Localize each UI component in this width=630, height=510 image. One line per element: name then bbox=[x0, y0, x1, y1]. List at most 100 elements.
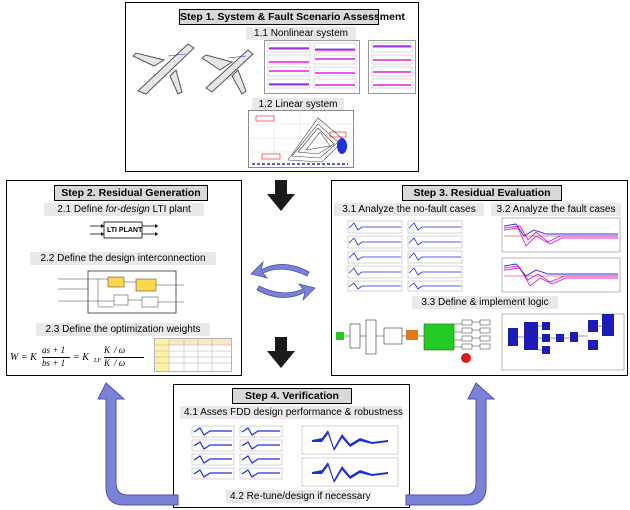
airplane-2-fuselage bbox=[205, 49, 254, 93]
step1-sub1: 1.1 Nonlinear system bbox=[246, 27, 356, 40]
logic-blue-block bbox=[570, 332, 578, 342]
step3-sub1: 3.1 Analyze the no-fault cases bbox=[334, 203, 484, 216]
formula-sub: LF bbox=[94, 358, 102, 364]
airplane-1-fuselage bbox=[137, 43, 195, 95]
trace-blue bbox=[348, 252, 401, 261]
interconnection-block bbox=[107, 276, 125, 288]
step2-sub1-italic: for-design bbox=[105, 204, 150, 215]
formula-frac2-bar bbox=[104, 357, 144, 358]
trace-blue bbox=[348, 267, 401, 276]
airplane-illustration bbox=[132, 43, 254, 95]
cycle-arrow-top bbox=[250, 260, 310, 279]
feedback-arrow-right-icon bbox=[405, 382, 496, 506]
lti-plant-signals bbox=[90, 225, 158, 235]
cycle-arrow-bottom bbox=[256, 283, 316, 302]
logic-blue-block bbox=[556, 334, 564, 342]
trace-blue bbox=[193, 427, 232, 436]
airplane-annotation-2 bbox=[227, 55, 247, 59]
logic-filter-block bbox=[383, 327, 403, 345]
trace-blue bbox=[193, 455, 232, 464]
linear-plot-polygon bbox=[305, 131, 331, 151]
weights-table-header-col bbox=[155, 339, 169, 371]
plot-frame bbox=[313, 66, 357, 77]
lti-plant-block bbox=[103, 221, 143, 239]
interconnection-frame bbox=[87, 270, 177, 314]
fault-trace-blue bbox=[503, 223, 618, 237]
step2-sub1-suffix: LTI plant bbox=[149, 204, 191, 215]
lti-plant-diagram bbox=[90, 221, 158, 239]
airplane-2-wing-right bbox=[231, 69, 247, 95]
plot-frame bbox=[371, 54, 413, 65]
verification-plots-left bbox=[191, 425, 283, 480]
linear-plot-polygon bbox=[297, 127, 335, 155]
plot-frame bbox=[371, 42, 413, 53]
step4-title: Step 4. Verification bbox=[232, 388, 352, 404]
linear-plot-blob bbox=[337, 138, 347, 154]
plot-frame bbox=[313, 54, 357, 65]
logic-blue-block bbox=[588, 320, 598, 332]
trace-blue bbox=[408, 282, 461, 290]
airplane-1-wing-right bbox=[169, 69, 183, 95]
trace-blue bbox=[241, 455, 280, 464]
trace-blue bbox=[241, 427, 280, 436]
step2-sub1-prefix: 2.1 Define bbox=[57, 204, 106, 215]
trace-blue bbox=[348, 222, 401, 231]
weights-table-grid bbox=[154, 338, 232, 372]
trace-blue bbox=[408, 252, 461, 261]
logic-out-block bbox=[461, 327, 473, 334]
airplane-annotation-1 bbox=[167, 53, 187, 57]
interconnection-block bbox=[135, 278, 157, 292]
verification-envelope-bottom bbox=[312, 462, 388, 483]
plot-frame bbox=[267, 54, 311, 65]
step1-sub2: 1.2 Linear system bbox=[252, 98, 344, 111]
plot-frame bbox=[267, 78, 311, 89]
logic-out-block bbox=[479, 319, 491, 326]
trace-blue bbox=[348, 237, 401, 246]
logic-mux-block bbox=[349, 323, 361, 349]
logic-out-block bbox=[461, 335, 473, 342]
linear-plot-annotation bbox=[255, 115, 275, 122]
step2-title: Step 2. Residual Generation bbox=[54, 185, 208, 201]
logic-red-indicator bbox=[461, 353, 471, 363]
no-fault-plots bbox=[347, 220, 463, 292]
formula-eq: = K bbox=[73, 352, 89, 363]
plot-frame bbox=[267, 66, 311, 77]
step2-sub2: 2.2 Define the design interconnection bbox=[30, 252, 216, 265]
down-arrow-1-icon bbox=[267, 180, 295, 211]
plot-frame bbox=[313, 78, 357, 89]
logic-orange-block bbox=[406, 330, 418, 340]
trace-blue bbox=[241, 469, 280, 478]
step1-title: Step 1. System & Fault Scenario Assessme… bbox=[179, 9, 405, 25]
formula-frac3-den: / ω bbox=[114, 358, 126, 368]
plot-frame bbox=[267, 42, 311, 53]
logic-blue-block bbox=[542, 334, 550, 342]
step2-sub3: 2.3 Define the optimization weights bbox=[36, 323, 210, 336]
airplane-2-wing-left bbox=[201, 54, 234, 71]
logic-green-block bbox=[423, 323, 455, 351]
formula-frac3-num: / ω bbox=[114, 345, 126, 355]
fault-case-plots bbox=[501, 217, 621, 293]
formula-w: W = K bbox=[10, 352, 37, 363]
logic-right-wires bbox=[518, 325, 602, 351]
trace-blue bbox=[193, 469, 232, 478]
verification-plots-right bbox=[301, 425, 399, 487]
interconnection-block bbox=[113, 294, 129, 306]
logic-out-block bbox=[479, 335, 491, 342]
interconnection-block bbox=[141, 296, 159, 308]
formula-frac2-num: K bbox=[104, 345, 111, 355]
plot-frame bbox=[371, 78, 413, 89]
logic-out-block bbox=[461, 343, 473, 350]
airplane-1-wing-left bbox=[132, 52, 166, 67]
trace-blue bbox=[348, 282, 401, 290]
weights-table-header-row bbox=[169, 339, 231, 345]
down-arrow-2-icon bbox=[267, 337, 295, 368]
logic-block-diagram bbox=[336, 313, 625, 371]
linear-system-plot bbox=[248, 110, 354, 168]
interconnection-wires bbox=[58, 278, 184, 308]
logic-input-block bbox=[336, 332, 344, 340]
step3-sub2: 3.2 Analyze the fault cases bbox=[491, 203, 621, 216]
trace-blue bbox=[193, 441, 232, 450]
step2-sub1: 2.1 Define for-design LTI plant bbox=[44, 203, 204, 216]
formula-frac1-den: bs + 1 bbox=[42, 358, 66, 368]
nonlinear-plot-traces bbox=[267, 42, 413, 89]
